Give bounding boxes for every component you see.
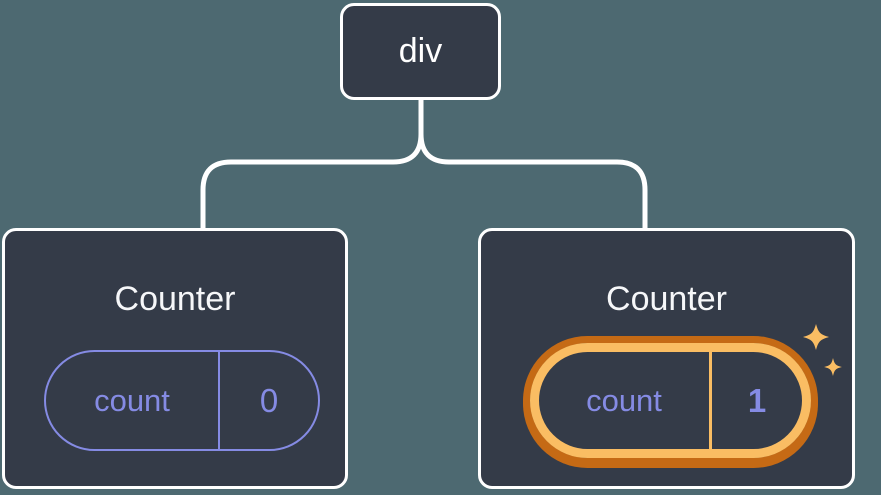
counter-node-right: Counter count 1 bbox=[478, 228, 855, 489]
root-node-div: div bbox=[340, 3, 501, 100]
counter-title: Counter bbox=[114, 280, 236, 318]
root-node-label: div bbox=[398, 32, 443, 70]
state-value: 0 bbox=[259, 381, 279, 419]
counter-node-left: Counter count 0 bbox=[2, 228, 348, 489]
state-pill-highlighted: count 1 bbox=[530, 343, 811, 458]
state-value: 1 bbox=[747, 381, 767, 419]
state-name: count bbox=[539, 352, 712, 449]
state-name: count bbox=[46, 352, 220, 449]
counter-title: Counter bbox=[606, 280, 727, 318]
state-pill: count 0 bbox=[44, 350, 320, 451]
